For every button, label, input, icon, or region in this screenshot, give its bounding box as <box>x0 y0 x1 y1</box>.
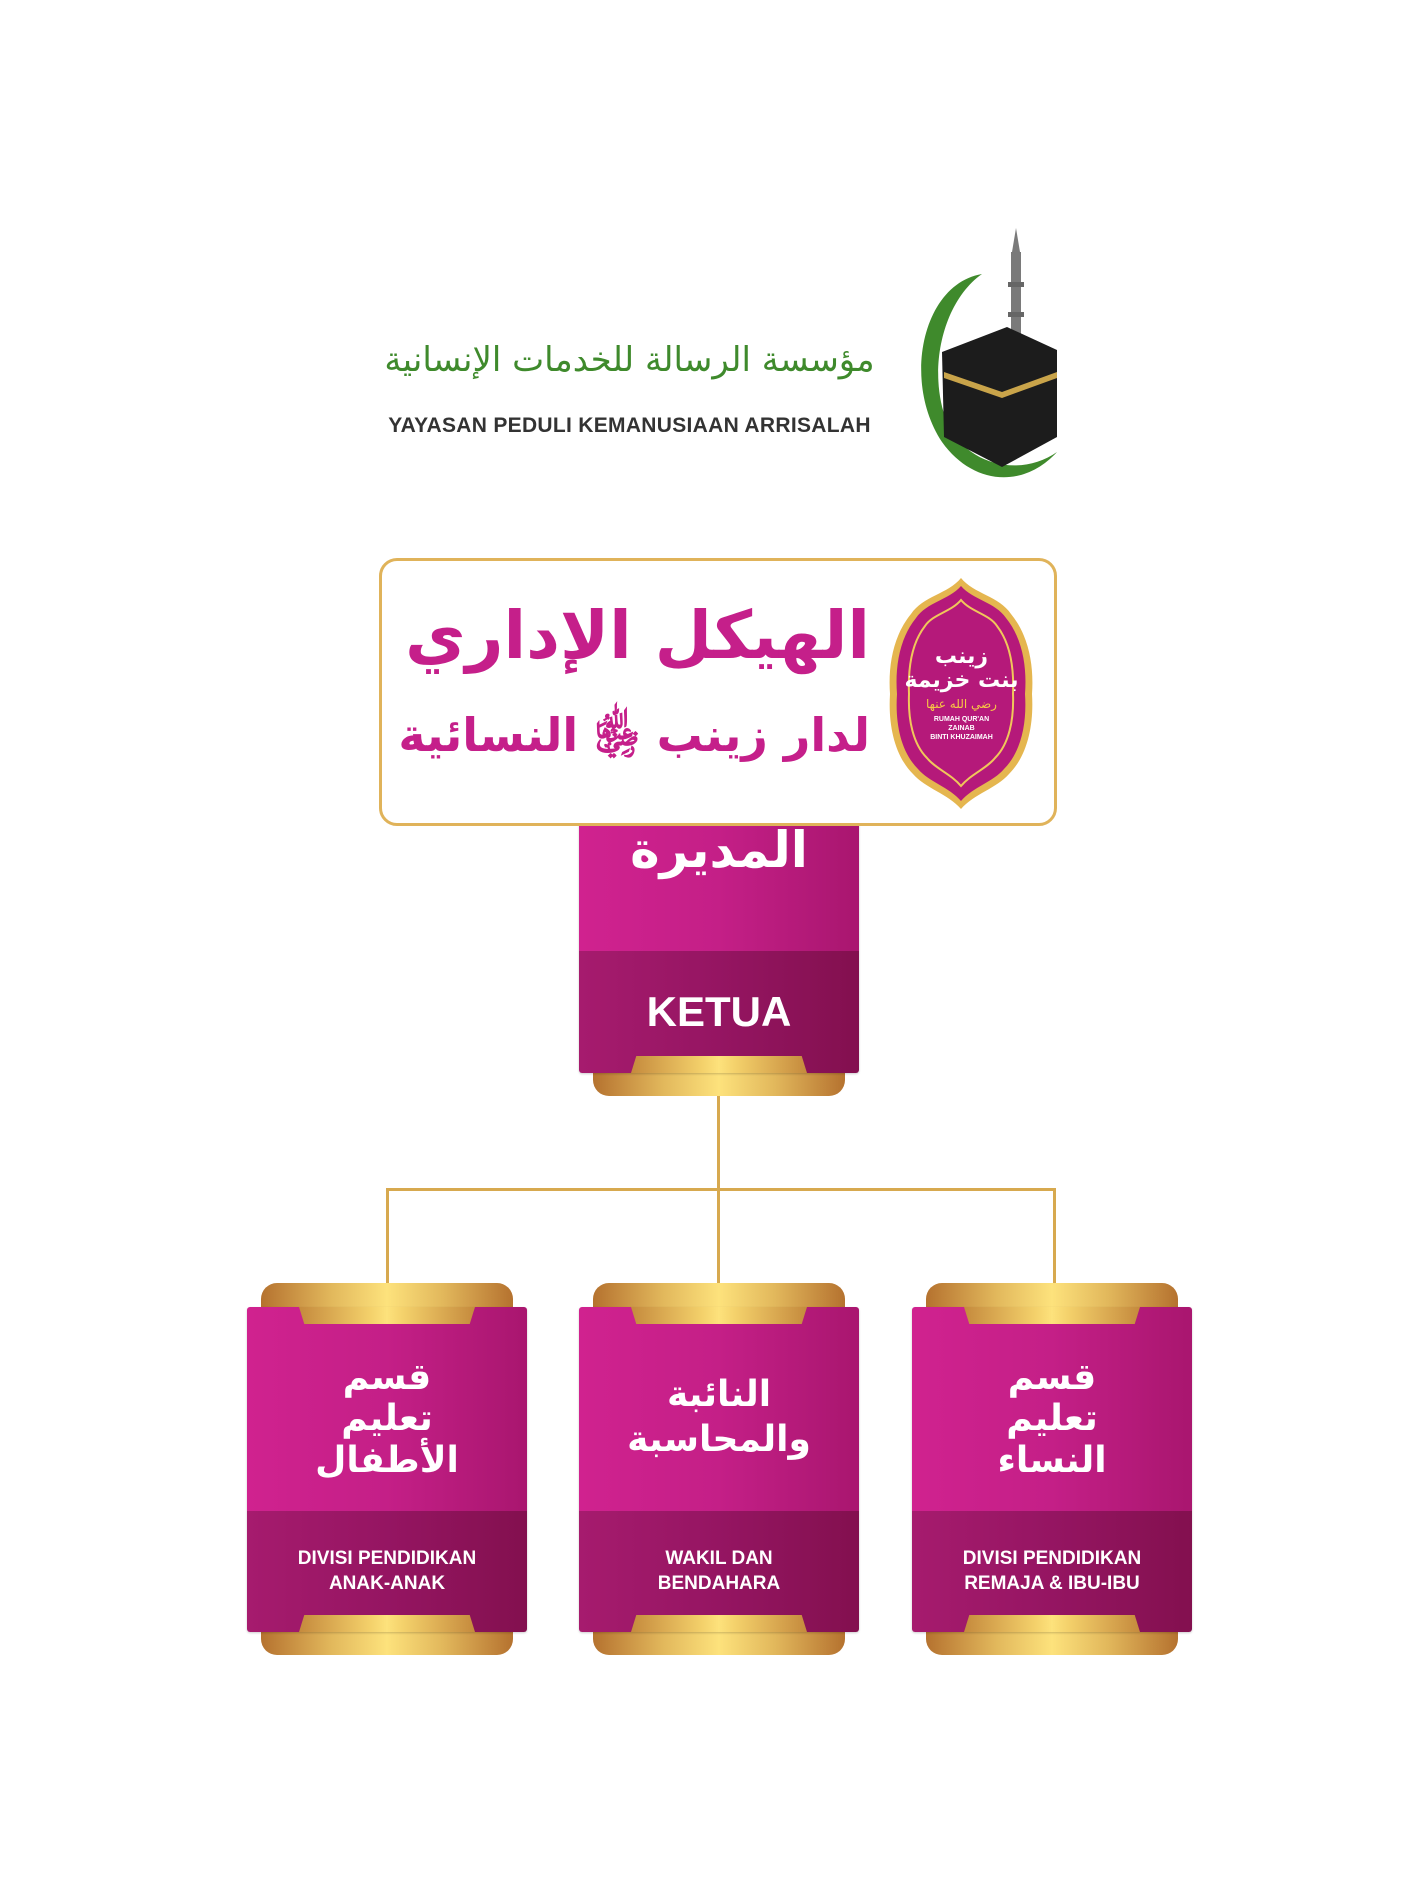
org-node-child: قسم تعليم الأطفال DIVISI PENDIDIKAN ANAK… <box>247 1283 527 1655</box>
badge-latin-line1: RUMAH QUR'AN <box>933 716 990 724</box>
badge-latin-line3: BINTI KHUZAIMAH <box>930 734 993 742</box>
kaaba-crescent-minaret-icon <box>921 228 1057 478</box>
org-node-child: قسم تعليم النساء DIVISI PENDIDIKAN REMAJ… <box>912 1283 1192 1655</box>
org-name-latin: YAYASAN PEDULI KEMANUSIAAN ARRISALAH <box>388 414 871 437</box>
org-node-child: النائبة والمحاسبة WAKIL DAN BENDAHARA <box>579 1283 859 1655</box>
badge-text: زينب بنت خزيمة رضي الله عنها RUMAH QUR'A… <box>889 576 1034 811</box>
badge-latin-line2: ZAINAB <box>948 725 975 733</box>
node-title-latin: WAKIL DAN BENDAHARA <box>579 1511 859 1632</box>
node-title-arabic: النائبة والمحاسبة <box>579 1307 859 1511</box>
badge-frame-icon <box>889 578 1033 809</box>
badge-name-line1: زينب <box>934 643 989 669</box>
node-title-latin: DIVISI PENDIDIKAN REMAJA & IBU-IBU <box>912 1511 1192 1632</box>
connector-left <box>386 1188 389 1288</box>
node-title-latin: DIVISI PENDIDIKAN ANAK-ANAK <box>247 1511 527 1632</box>
badge-name-line2: بنت خزيمة <box>904 667 1019 693</box>
chart-subtitle: لدار زينب ﵂ النسائية <box>398 708 870 762</box>
rumah-quran-badge: زينب بنت خزيمة رضي الله عنها RUMAH QUR'A… <box>889 576 1034 811</box>
chart-title: الهيكل الإداري <box>405 597 870 674</box>
node-title-latin: KETUA <box>579 951 859 1073</box>
org-name-arabic: مؤسسة الرسالة للخدمات الإنسانية <box>384 340 875 380</box>
badge-honorific: رضي الله عنها <box>926 697 997 712</box>
node-title-arabic: قسم تعليم الأطفال <box>247 1307 527 1511</box>
connector-right <box>1053 1188 1056 1288</box>
connector-horizontal <box>386 1188 1056 1191</box>
node-title-arabic: قسم تعليم النساء <box>912 1307 1192 1511</box>
